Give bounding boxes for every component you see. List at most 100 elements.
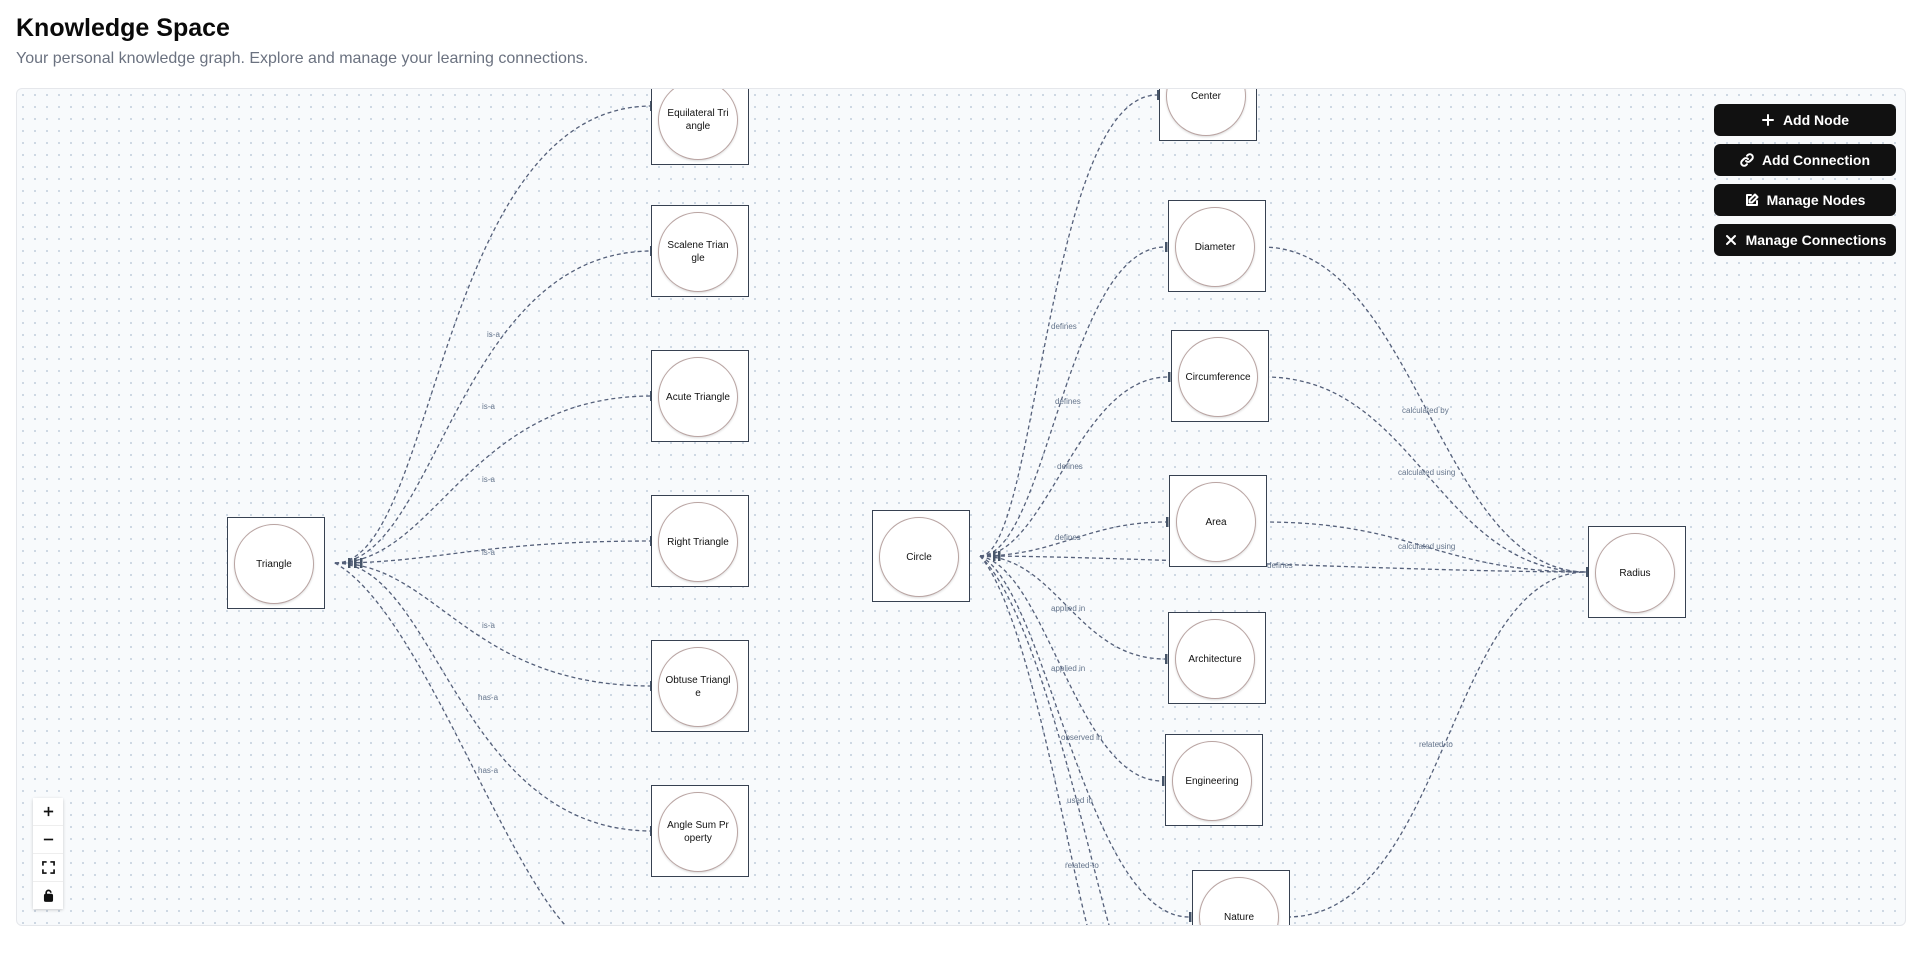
page-title: Knowledge Space xyxy=(16,14,230,42)
node-architecture[interactable]: Architecture xyxy=(1168,612,1266,704)
add-node-button[interactable]: Add Node xyxy=(1714,104,1896,136)
manage-nodes-button[interactable]: Manage Nodes xyxy=(1714,184,1896,216)
link-icon xyxy=(1740,153,1754,167)
edge-triangle-scalene xyxy=(334,250,653,564)
edge-label-has-a: has-a xyxy=(478,766,499,775)
plus-icon xyxy=(1761,114,1774,126)
edge-label-used-in: used in xyxy=(1067,796,1093,805)
node-label: Circle xyxy=(906,551,932,563)
edge-label-defines: defines xyxy=(1051,322,1077,331)
node-obtuse-triangle[interactable]: Obtuse Triangle xyxy=(651,640,749,732)
plus-icon xyxy=(43,806,53,817)
zoom-in-button[interactable] xyxy=(33,798,63,826)
graph-edges: is-a is-a is-a is-a is-a has-a has-a def… xyxy=(334,90,1589,925)
edge-circle-diameter xyxy=(979,246,1166,557)
edge-label-applied-in: applied in xyxy=(1051,664,1085,673)
edge-label-defines: defines xyxy=(1055,397,1081,406)
add-node-label: Add Node xyxy=(1782,112,1850,128)
edge-circle-engineering xyxy=(979,555,1163,782)
graph-canvas[interactable]: is-a is-a is-a is-a is-a has-a has-a def… xyxy=(16,88,1906,926)
edge-label-related-to: related-to xyxy=(1419,740,1453,749)
lock-button[interactable] xyxy=(33,882,63,909)
node-diameter[interactable]: Diameter xyxy=(1168,200,1266,292)
edge-circle-radius xyxy=(979,555,1588,573)
node-angle-sum-property[interactable]: Angle Sum Property xyxy=(651,785,749,877)
edge-nature-radius xyxy=(1286,571,1588,918)
node-label: Right Triangle xyxy=(667,536,729,548)
manage-connections-label: Manage Connections xyxy=(1745,232,1887,248)
edge-triangle-right xyxy=(334,540,653,564)
page-subtitle: Your personal knowledge graph. Explore a… xyxy=(16,50,589,67)
edge-area-radius xyxy=(1262,521,1588,573)
node-label: Acute Triangle xyxy=(666,391,730,403)
node-triangle[interactable]: Triangle xyxy=(227,517,325,609)
edge-circle-center xyxy=(979,94,1158,557)
edge-circumference-radius xyxy=(1264,376,1588,573)
edge-label-is-a: is-a xyxy=(487,330,500,339)
handles xyxy=(348,90,1589,922)
edge-circle-area xyxy=(979,521,1167,557)
manage-nodes-label: Manage Nodes xyxy=(1766,192,1866,208)
add-connection-button[interactable]: Add Connection xyxy=(1714,144,1896,176)
node-label: Equilateral Triangle xyxy=(667,108,729,132)
node-label: Nature xyxy=(1223,911,1254,923)
node-engineering[interactable]: Engineering xyxy=(1165,734,1263,826)
edge-label-observed-in: observed in xyxy=(1061,733,1102,742)
minus-icon xyxy=(43,838,53,841)
node-label: Triangle xyxy=(256,558,292,570)
node-label: Circumference xyxy=(1185,371,1251,383)
fit-view-icon xyxy=(41,861,55,874)
zoom-controls xyxy=(33,798,63,909)
node-label: Diameter xyxy=(1194,241,1236,253)
close-icon xyxy=(1725,235,1736,245)
edge-circle-offscreen-2 xyxy=(979,555,1110,925)
node-label: Center xyxy=(1190,90,1221,102)
edge-label-calculated-by: calculated by xyxy=(1402,406,1449,415)
node-scalene-triangle[interactable]: Scalene Triangle xyxy=(651,205,749,297)
node-label: Area xyxy=(1205,516,1227,528)
fit-view-button[interactable] xyxy=(33,854,63,882)
node-equilateral-triangle[interactable]: Equilateral Triangle xyxy=(651,89,749,165)
manage-connections-button[interactable]: Manage Connections xyxy=(1714,224,1896,256)
node-label: Scalene Triangle xyxy=(667,240,729,264)
edge-label-related-to: related-to xyxy=(1065,861,1099,870)
edge-triangle-acute xyxy=(334,395,653,564)
edge-triangle-equilateral xyxy=(334,105,653,564)
node-nature[interactable]: Nature xyxy=(1192,870,1290,925)
node-radius[interactable]: Radius xyxy=(1588,526,1686,618)
edge-circle-offscreen-1 xyxy=(979,555,1088,925)
edge-label-is-a: is-a xyxy=(482,402,495,411)
edge-triangle-anglesum xyxy=(334,562,653,832)
node-label: Engineering xyxy=(1185,775,1239,787)
graph-toolbar: Add Node Add Connection Manage Nodes Man… xyxy=(1714,104,1896,256)
edge-label-defines: defines xyxy=(1057,462,1083,471)
edge-label-defines: defines xyxy=(1267,561,1293,570)
node-label: Architecture xyxy=(1188,653,1242,665)
edge-diameter-radius xyxy=(1261,246,1588,573)
edge-triangle-offscreen xyxy=(334,562,566,925)
edge-label-calculated-using: calculated using xyxy=(1398,542,1455,551)
edge-circle-circumference xyxy=(979,376,1169,557)
edge-circle-architecture xyxy=(979,555,1166,660)
edge-label-applied-in: applied in xyxy=(1051,604,1085,613)
edge-label-is-a: is-a xyxy=(482,548,495,557)
node-circle[interactable]: Circle xyxy=(872,510,970,602)
node-label: Angle Sum Property xyxy=(667,820,729,844)
edge-label-has-a: has-a xyxy=(478,693,499,702)
node-center[interactable]: Center xyxy=(1159,89,1257,141)
edge-triangle-obtuse xyxy=(334,562,653,687)
node-right-triangle[interactable]: Right Triangle xyxy=(651,495,749,587)
node-circumference[interactable]: Circumference xyxy=(1171,330,1269,422)
node-label: Radius xyxy=(1619,567,1651,579)
add-connection-label: Add Connection xyxy=(1761,152,1871,168)
edit-icon xyxy=(1745,193,1759,206)
edge-label-calculated-using: calculated using xyxy=(1398,468,1455,477)
edge-label-is-a: is-a xyxy=(482,475,495,484)
node-area[interactable]: Area xyxy=(1169,475,1267,567)
edge-circle-nature xyxy=(979,555,1190,918)
zoom-out-button[interactable] xyxy=(33,826,63,854)
edge-label-defines: defines xyxy=(1055,533,1081,542)
lock-icon xyxy=(43,889,53,902)
node-label: Obtuse Triangle xyxy=(665,675,731,699)
node-acute-triangle[interactable]: Acute Triangle xyxy=(651,350,749,442)
